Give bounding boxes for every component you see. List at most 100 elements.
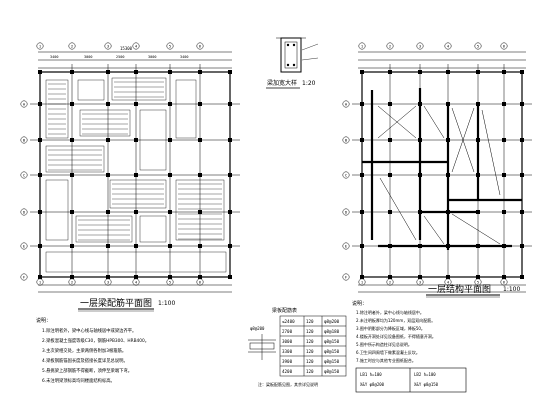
- axis-number: 1: [39, 43, 42, 48]
- column: [198, 275, 202, 279]
- column: [168, 173, 172, 177]
- column: [228, 138, 232, 142]
- left-note-1: 1.除注明者外，梁中心线与轴线居中或梁边齐平。: [42, 327, 136, 334]
- axis-number: 1: [361, 43, 364, 48]
- table-cell: φ8@150: [324, 339, 340, 344]
- column: [388, 275, 392, 279]
- legend-lb2: LB2 h=100: [414, 372, 436, 377]
- column: [228, 275, 232, 279]
- axis-number: 4: [447, 279, 450, 284]
- table-note: 注：梁板配筋见图，其余详见说明: [258, 381, 318, 387]
- axis-bubble: [500, 42, 508, 50]
- column: [38, 275, 42, 279]
- column: [228, 210, 232, 214]
- axis-bubble: [386, 42, 394, 50]
- table-cell: 3900: [282, 359, 293, 364]
- axis-letter: B: [23, 137, 26, 142]
- column: [476, 173, 480, 177]
- axis-letter: C: [23, 172, 25, 177]
- column: [388, 244, 392, 248]
- axis-number: 3: [419, 43, 421, 48]
- column: [388, 70, 392, 74]
- axis-number: 6: [503, 43, 506, 48]
- column: [198, 102, 202, 106]
- column: [70, 70, 74, 74]
- column: [502, 70, 506, 74]
- column: [38, 70, 42, 74]
- column: [360, 173, 364, 177]
- column: [446, 102, 450, 106]
- left-bottom-dimensions: [38, 284, 232, 293]
- axis-bubble: [342, 100, 350, 108]
- column: [70, 138, 74, 142]
- table-cell: ≤2400: [282, 319, 295, 324]
- column: [70, 210, 74, 214]
- axis-bubble: [104, 42, 112, 50]
- axis-bubble: [166, 42, 174, 50]
- axis-number: 6: [503, 279, 506, 284]
- column: [70, 102, 74, 106]
- axis-number: 2: [71, 279, 73, 284]
- right-plan-title: 一层结构平面图: [428, 283, 491, 295]
- axis-number: 4: [135, 43, 138, 48]
- column: [106, 138, 110, 142]
- axis-number: 5: [169, 279, 171, 284]
- column: [502, 173, 506, 177]
- column: [360, 138, 364, 142]
- axis-bubble: [342, 242, 350, 250]
- table-title: 梁板配筋表: [272, 307, 297, 314]
- axis-letter: E: [23, 243, 26, 248]
- column: [134, 244, 138, 248]
- left-notes-heading: 说明：: [36, 317, 51, 324]
- table-cell: 3000: [282, 339, 293, 344]
- column: [388, 138, 392, 142]
- right-note-7: 7.施工时应与其他专业图纸配合。: [356, 357, 416, 363]
- column: [418, 102, 422, 106]
- right-note-5: 5.图中所示构造柱详见总说明。: [356, 341, 412, 347]
- column: [502, 275, 506, 279]
- axis-bubble: [358, 42, 366, 50]
- column: [502, 210, 506, 214]
- left-columns: [38, 70, 232, 279]
- right-note-2: 2.未注明板厚均为120mm，双层双向配筋。: [356, 317, 435, 323]
- left-note-4: 4.梁板钢筋锚固长度及搭接长度详见总说明。: [42, 357, 128, 364]
- axis-letter: F: [23, 274, 26, 279]
- left-dim-1: 3400: [50, 55, 58, 59]
- axis-number: 5: [169, 43, 171, 48]
- axis-number: 1: [361, 279, 364, 284]
- detail-title: 梁加宽大样: [267, 79, 297, 87]
- column: [520, 275, 524, 279]
- axis-bubble: [20, 208, 28, 216]
- column: [502, 138, 506, 142]
- column: [520, 210, 524, 214]
- axis-bubble: [474, 42, 482, 50]
- column: [476, 138, 480, 142]
- column: [228, 173, 232, 177]
- column: [418, 210, 422, 214]
- right-plan-scale: 1:100: [503, 286, 520, 293]
- column: [134, 102, 138, 106]
- axis-bubble: [342, 273, 350, 281]
- axis-number: 6: [199, 43, 202, 48]
- axis-letter: E: [345, 243, 348, 248]
- column: [106, 210, 110, 214]
- column: [134, 138, 138, 142]
- legend-lb1: LB1 h=100: [360, 372, 382, 377]
- axis-number: 2: [71, 43, 73, 48]
- left-plan-title: 一层梁配筋平面图: [80, 297, 152, 309]
- column: [134, 275, 138, 279]
- column: [360, 70, 364, 74]
- left-beam-rebar: [45, 77, 227, 273]
- column: [388, 210, 392, 214]
- axis-bubble: [20, 242, 28, 250]
- column: [198, 173, 202, 177]
- column: [38, 244, 42, 248]
- column: [168, 102, 172, 106]
- right-note-6: 6.卫生间四周墙下做素混凝土反坎。: [356, 349, 420, 355]
- detail-scale: 1:20: [302, 80, 316, 87]
- column: [168, 138, 172, 142]
